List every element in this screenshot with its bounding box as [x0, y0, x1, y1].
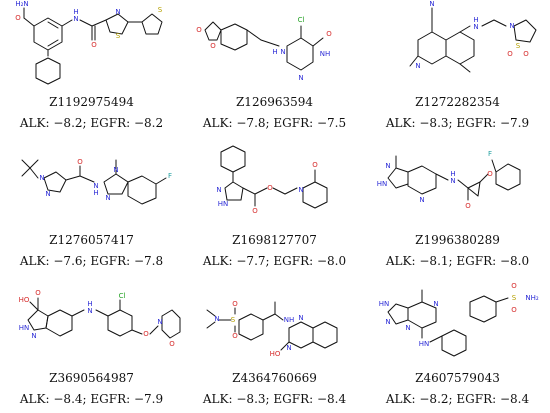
molecule-structure-5 — [220, 145, 328, 209]
docking-scores: ALK: −8.1; EGFR: −8.0 — [385, 254, 530, 268]
compound-cell-2: O O H N Cl O NH N Z126963594 ALK: −7.8; … — [183, 0, 366, 137]
docking-scores: ALK: −7.8; EGFR: −7.5 — [202, 116, 347, 130]
molecule-structure-9 — [387, 289, 509, 357]
compound-id: Z3690564987 — [49, 371, 134, 385]
docking-scores: ALK: −8.3; EGFR: −8.4 — [202, 392, 347, 406]
compound-id: Z1192975494 — [49, 95, 134, 109]
molecule-structure-3 — [409, 7, 537, 73]
compound-cell-5: N HN O O N O Z1698127707 ALK: −7.7; EGFR… — [183, 138, 366, 275]
compound-id: Z1272282354 — [415, 95, 500, 109]
compound-cell-9: HN N N N HN S O O NH₂ Z4607579043 ALK: −… — [366, 276, 549, 413]
docking-scores: ALK: −8.2; EGFR: −8.2 — [19, 116, 164, 130]
compound-cell-8: N S O O NH N N HO Z4364760669 ALK: −8.3;… — [183, 276, 366, 413]
docking-scores: ALK: −8.3; EGFR: −7.9 — [385, 116, 530, 130]
docking-scores: ALK: −8.2; EGFR: −8.4 — [385, 392, 530, 406]
molecule-structure-1 — [23, 7, 163, 85]
molecule-structure-2 — [204, 21, 324, 71]
molecule-structure-6 — [387, 155, 521, 201]
compound-id: Z1276057417 — [49, 233, 134, 247]
compound-id: Z1698127707 — [232, 233, 317, 247]
molecule-structure-4 — [21, 159, 167, 205]
compound-id: Z4607579043 — [415, 371, 500, 385]
molecule-structure-7 — [27, 297, 181, 339]
docking-scores: ALK: −8.4; EGFR: −7.9 — [19, 392, 164, 406]
docking-scores: ALK: −7.7; EGFR: −8.0 — [202, 254, 347, 268]
molecule-structure-8 — [206, 301, 338, 351]
compound-id: Z1996380289 — [415, 233, 500, 247]
docking-scores: ALK: −7.6; EGFR: −7.8 — [19, 254, 164, 268]
compound-cell-7: HO O HN N H N Cl O N O Z3690564987 ALK: … — [0, 276, 183, 413]
compound-cell-3: N N H N N S O O Z1272282354 ALK: −8.3; E… — [366, 0, 549, 137]
compound-id: Z4364760669 — [232, 371, 317, 385]
compound-cell-1: H₂N O N H O S N S Z1192975494 ALK: −8.2;… — [0, 0, 183, 137]
compound-cell-6: N HN N H N O O F Z1996380289 ALK: −8.1; … — [366, 138, 549, 275]
compound-cell-4: N N O N H N N F Z1276057417 ALK: −7.6; E… — [0, 138, 183, 275]
compound-id: Z126963594 — [235, 95, 314, 109]
